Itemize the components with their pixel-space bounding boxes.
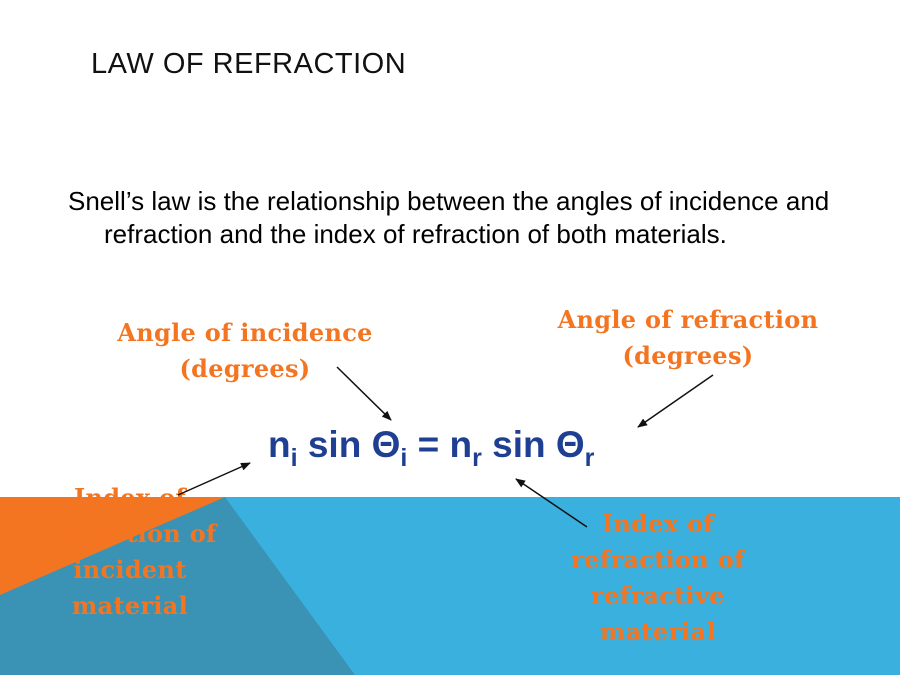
label-line: material [71,591,189,620]
eq-theta: Θ [555,424,585,465]
eq-sub-r: r [472,444,482,472]
label-line: Angle of refraction [557,305,819,334]
label-angle-of-refraction: Angle of refraction (degrees) [548,302,828,374]
label-angle-of-incidence: Angle of incidence (degrees) [110,315,380,387]
label-index-refractive-material: Index of refraction of refractive materi… [560,506,756,650]
label-line: Index of [601,509,715,538]
label-line: Index of [73,483,187,512]
label-line: refraction of [571,545,745,574]
eq-sin: sin [492,424,546,465]
orange-triangle [0,497,225,595]
label-line: incident [73,555,187,584]
eq-sub-i: i [290,444,298,472]
eq-sin: sin [307,424,362,465]
label-line: (degrees) [622,341,754,370]
label-line: material [599,617,717,646]
label-line: refractive [591,581,725,610]
label-index-incident-material: Index of refraction of incident material [20,480,240,624]
eq-sub-i: i [400,444,408,472]
eq-equals: = [417,424,440,465]
label-line: (degrees) [179,354,311,383]
slide-title: LAW OF REFRACTION [91,48,407,80]
eq-theta: Θ [371,424,401,465]
eq-n: n [268,424,291,465]
bullet-text: Snell’s law is the relationship between … [68,186,830,249]
label-line: refraction of [43,519,217,548]
label-line: Angle of incidence [117,318,373,347]
eq-n: n [449,424,473,465]
snells-law-equation: ni sin Θi = nr sin Θr [268,424,594,471]
eq-sub-r: r [584,444,595,472]
